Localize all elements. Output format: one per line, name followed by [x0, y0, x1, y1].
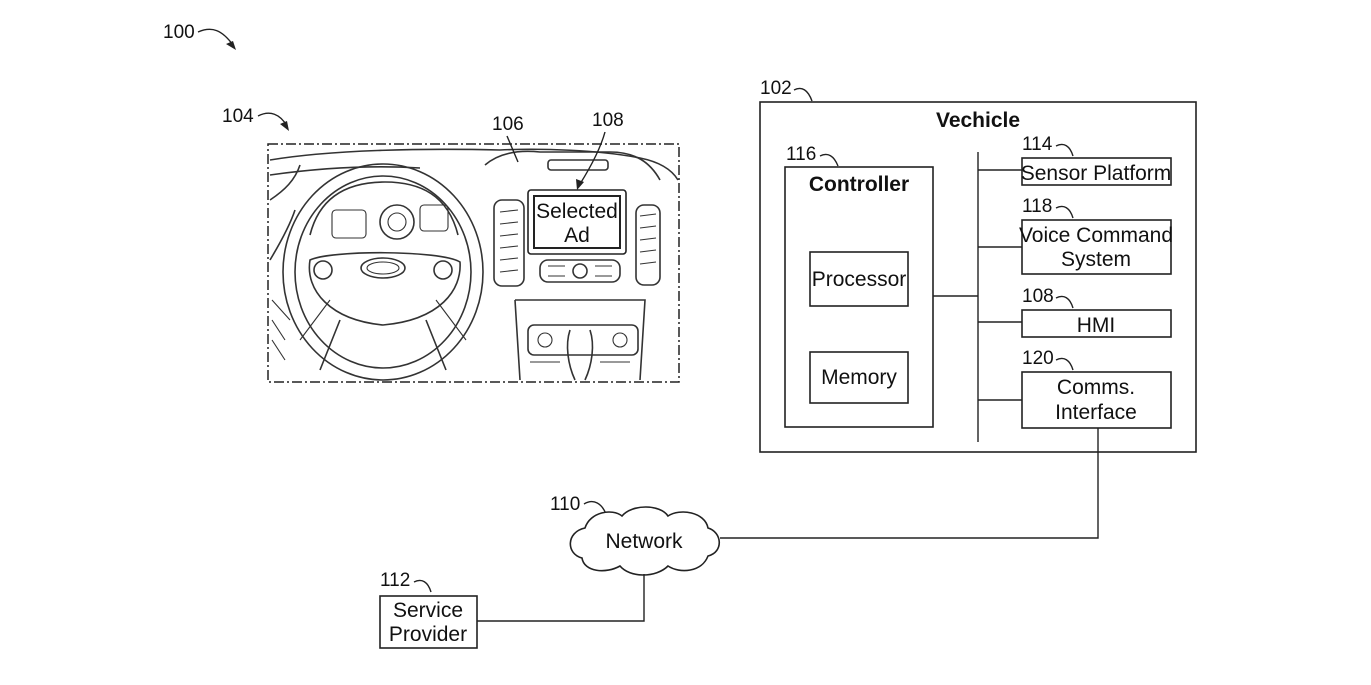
steering-wheel-inner	[294, 175, 472, 369]
gear-shifter	[566, 329, 594, 381]
media-buttons	[548, 265, 612, 277]
console-top	[484, 150, 661, 181]
cluster-display-right	[419, 204, 449, 232]
steering-spokes	[319, 319, 447, 371]
vehicle-title: Vechicle	[936, 109, 1020, 132]
ford-logo-icon	[360, 257, 406, 279]
service-label-line2: Provider	[389, 623, 467, 646]
wheel-button-right-icon	[433, 260, 453, 280]
left-vent	[493, 199, 525, 287]
vehicle-block: 102 Vechicle 116 Controller Processor Me…	[759, 78, 1197, 453]
network-service-link	[477, 574, 645, 622]
hmi-label: HMI	[1077, 314, 1116, 337]
cabin-frame	[267, 143, 680, 383]
network-label: Network	[605, 530, 683, 553]
left-door-line	[269, 209, 296, 261]
screen-text-line2: Ad	[564, 224, 590, 247]
dashboard-curve	[269, 166, 421, 176]
arrow-head-icon	[576, 179, 584, 190]
display-ref-number: 108	[592, 110, 624, 131]
system-ref: 100	[163, 22, 236, 50]
controller-title: Controller	[809, 173, 909, 196]
arrow-head-icon	[280, 121, 289, 131]
screen-text-line1: Selected	[536, 200, 618, 223]
sensor-ref-leader	[1055, 143, 1074, 157]
dashboard-leader	[506, 135, 519, 163]
right-vent-slats	[639, 213, 657, 265]
processor-label: Processor	[812, 268, 907, 291]
service-ref-number: 112	[380, 570, 410, 591]
logo-inner	[366, 261, 400, 275]
service-provider-box	[379, 595, 478, 649]
dashboard-top-line	[269, 148, 679, 181]
sensor-platform-box	[1021, 157, 1172, 186]
left-vent-slats	[499, 209, 519, 273]
comms-ref-leader	[1055, 357, 1074, 371]
sensor-ref-number: 114	[1022, 134, 1053, 155]
wheel-button-left-icon	[313, 260, 333, 280]
sensor-platform-label: Sensor Platform	[1021, 162, 1172, 185]
console-vent-top	[547, 159, 609, 171]
voice-ref-leader	[1055, 205, 1074, 219]
voice-command-box	[1021, 219, 1172, 275]
gauge-center-icon	[387, 212, 407, 232]
media-controls	[539, 259, 621, 283]
hmi-box	[1021, 309, 1172, 338]
volume-knob-icon	[572, 263, 588, 279]
memory-label: Memory	[821, 366, 897, 389]
comms-ref-number: 120	[1022, 348, 1054, 369]
voice-ref-number: 118	[1022, 196, 1052, 217]
vehicle-ref-number: 102	[760, 78, 792, 99]
cabin-ref-number: 104	[222, 106, 254, 127]
service-label-line1: Service	[393, 599, 463, 622]
comms-interface-box	[1021, 371, 1172, 429]
steering-hub	[308, 251, 461, 326]
steering-wheel-outer	[282, 163, 484, 381]
display-ref-arrow	[579, 131, 606, 185]
lower-console	[514, 299, 646, 381]
system-ref-arrow	[197, 28, 234, 46]
right-vent	[635, 204, 661, 286]
vehicle-ref-leader	[793, 87, 813, 102]
comms-label-line2: Interface	[1055, 401, 1137, 424]
hmi-display-screen	[533, 195, 621, 249]
voice-command-label-line2: System	[1061, 248, 1131, 271]
instrument-cluster	[309, 181, 459, 236]
memory-box	[809, 351, 909, 404]
cabin-illustration: 104	[222, 106, 680, 383]
left-pillar-line	[269, 164, 301, 201]
network-ref-number: 110	[550, 494, 580, 515]
service-provider-block: 112 Service Provider	[379, 570, 478, 649]
climate-panel	[527, 324, 639, 356]
climate-knob-left-icon	[537, 332, 553, 348]
speedometer-icon	[379, 204, 415, 240]
cluster-display-left	[331, 209, 367, 239]
service-ref-leader	[413, 579, 432, 593]
voice-command-label-line1: Voice Command	[1019, 224, 1173, 247]
arrow-head-icon	[226, 41, 236, 50]
processor-box	[809, 251, 909, 307]
left-side-detail	[271, 299, 291, 361]
comms-network-link	[720, 428, 1099, 539]
climate-knob-right-icon	[612, 332, 628, 348]
system-ref-number: 100	[163, 22, 195, 43]
hmi-ref-leader	[1055, 295, 1074, 309]
controller-ref-leader	[819, 153, 839, 167]
cloud-icon	[569, 506, 721, 576]
network-cloud: 110 Network	[550, 494, 721, 576]
hmi-ref-number: 108	[1022, 286, 1054, 307]
controller-ref-number: 116	[786, 144, 816, 165]
comms-label-line1: Comms.	[1057, 376, 1135, 399]
dashboard-ref-number: 106	[492, 114, 524, 135]
steering-spoke-detail	[299, 299, 467, 341]
